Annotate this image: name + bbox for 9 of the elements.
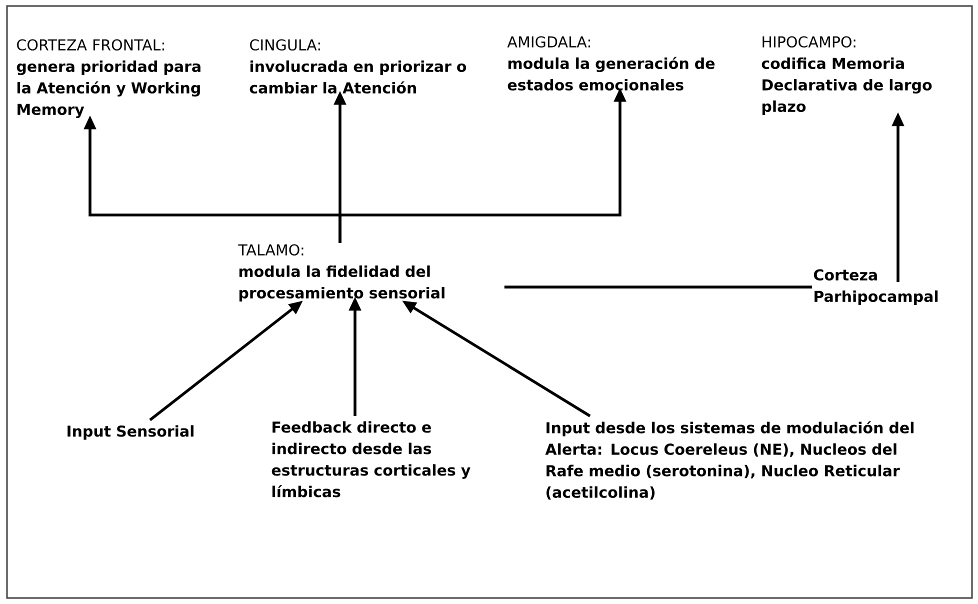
region-label: CORTEZA FRONTAL: genera prioridad para la Atención y Working Memory (16, 39, 200, 118)
region-label: HIPOCAMPO: codifica Memoria Declarativa de largo plazo (762, 36, 932, 115)
region-label: TALAMO: modula la fidelidad del procesamiento sensorial (238, 244, 444, 302)
region-label: AMIGDALA: modula la generación de estados emocionales (507, 36, 715, 91)
region-label: Corteza Parhipocampal (814, 269, 938, 305)
region-label: CINGULA: involucrada en priorizar o cambiar la Atención (250, 39, 466, 94)
input-label: Feedback directo e indirecto desde las estructuras corticales y límbicas (272, 421, 470, 498)
input-label: Input desde los sistemas de modulación del Alerta: Locus Coereleus (NE), Nucleos del Rafe medio (serotonina), Nucleo Reticular (acetilcolina) (545, 421, 914, 500)
input-label: Input Sensorial (68, 425, 194, 440)
